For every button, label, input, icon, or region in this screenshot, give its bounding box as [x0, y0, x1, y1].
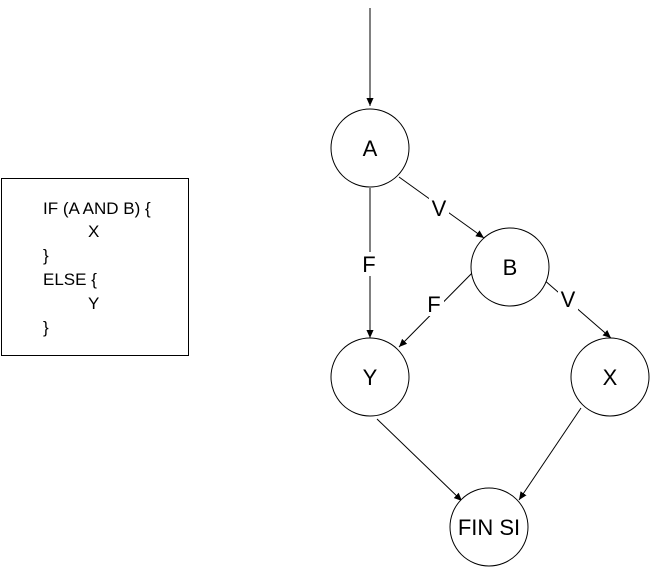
node-x-label: X [603, 365, 618, 390]
code-line-else: ELSE { [43, 270, 97, 289]
node-fin-si: FIN SI [449, 487, 529, 567]
code-snippet-box: IF (A AND B) { X } ELSE { Y } [1, 178, 189, 356]
node-b: B [470, 227, 550, 307]
code-line-y: Y [88, 294, 100, 313]
edge-x-to-end [518, 407, 582, 501]
node-b-label: B [503, 255, 518, 280]
edge-label-a-b: V [432, 196, 447, 221]
node-y-label: Y [363, 365, 378, 390]
node-y: Y [330, 337, 410, 417]
node-a: A [330, 108, 410, 188]
edge-label-a-y: F [362, 252, 375, 277]
code-line-if: IF (A AND B) { [43, 199, 151, 218]
code-line-close-if: } [43, 246, 49, 265]
code-line-close-else: } [43, 318, 49, 337]
edge-y-to-end [376, 418, 463, 502]
code-line-x: X [88, 222, 100, 241]
node-fin-si-label: FIN SI [458, 515, 520, 540]
edge-label-b-x: V [561, 287, 576, 312]
node-a-label: A [363, 136, 378, 161]
edge-label-b-y: F [427, 292, 440, 317]
node-x: X [570, 337, 650, 417]
